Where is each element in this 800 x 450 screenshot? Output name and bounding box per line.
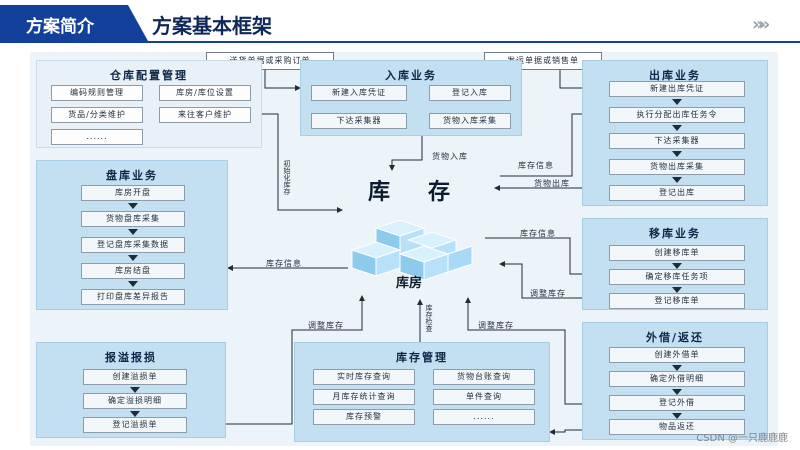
down-arrow-icon xyxy=(672,177,682,183)
config-item[interactable]: 货品/分类维护 xyxy=(51,107,143,123)
label-adjust-left: 调整库存 xyxy=(308,321,344,330)
panel-warehouse-config: 仓库配置管理 编码规则管理 库房/库位设置 货品/分类维护 来往客户维护 ...… xyxy=(36,60,262,148)
inbound-item[interactable]: 新建入库凭证 xyxy=(311,85,407,101)
label-stock-info-right: 库存信息 xyxy=(520,229,556,238)
inventory-item[interactable]: 单件查询 xyxy=(433,389,535,405)
link-config-to-stock xyxy=(252,113,343,213)
panel-title: 库存管理 xyxy=(396,351,448,364)
panel-lend-return: 外借/返还 创建外借单 确定外借明细 登记外借 物品返还 xyxy=(582,322,768,440)
label-adjust-right: 调整库存 xyxy=(530,289,566,298)
panel-inbound: 入库业务 新建入库凭证 登记入库 下达采集器 货物入库采集 xyxy=(300,60,522,136)
outbound-item[interactable]: 执行分配出库任务令 xyxy=(609,107,745,123)
panel-outbound: 出库业务 新建出库凭证 执行分配出库任务令 下达采集器 货物出库采集 登记出库 xyxy=(582,60,768,206)
down-arrow-icon xyxy=(128,255,138,261)
panel-title: 移库业务 xyxy=(649,227,701,240)
link-loss-to-stock xyxy=(216,295,365,425)
stocktake-item[interactable]: 货物盘库采集 xyxy=(81,211,185,227)
label-goods-out: 货物出库 xyxy=(534,179,570,188)
outbound-item[interactable]: 新建出库凭证 xyxy=(609,81,745,97)
down-arrow-icon xyxy=(672,125,682,131)
inventory-item[interactable]: 货物台账查询 xyxy=(433,369,535,385)
inventory-item[interactable]: 实时库存查询 xyxy=(313,369,415,385)
transfer-item[interactable]: 创建移库单 xyxy=(609,245,745,261)
header-divider xyxy=(0,41,800,43)
inbound-item[interactable]: 货物入库采集 xyxy=(429,113,511,129)
stocktake-item[interactable]: 库房结盘 xyxy=(81,263,185,279)
warehouse-cubes-icon xyxy=(350,219,473,280)
stock-center-title: 库存 xyxy=(368,179,489,205)
label-stock-info-top: 库存信息 xyxy=(518,161,554,170)
stocktake-item[interactable]: 打印盘库差异报告 xyxy=(81,289,185,305)
loss-item[interactable]: 创建溢损单 xyxy=(83,369,187,385)
inventory-item[interactable]: ...... xyxy=(433,409,535,425)
panel-title: 仓库配置管理 xyxy=(110,69,188,82)
diagram-canvas: 送货单据或采购订单 发运单据或销售单 仓库配置管理 编码规则管理 库房/库位设置… xyxy=(30,52,778,446)
inventory-item[interactable]: 库存预警 xyxy=(313,409,415,425)
lend-item[interactable]: 物品返还 xyxy=(609,419,745,435)
label-adjust-bottom: 调整库存 xyxy=(478,321,514,330)
panel-title: 报溢报损 xyxy=(105,351,157,364)
panel-stocktake: 盘库业务 库房开盘 货物盘库采集 登记盘库采集数据 库房结盘 打印盘库差异报告 xyxy=(36,160,228,310)
down-arrow-icon xyxy=(130,387,140,393)
link-note-to-inbound xyxy=(264,70,301,91)
down-arrow-icon xyxy=(128,281,138,287)
loss-item[interactable]: 确定溢损明细 xyxy=(83,393,187,409)
config-item[interactable]: 库房/库位设置 xyxy=(159,85,251,101)
section-tag-label: 方案简介 xyxy=(26,17,94,37)
config-item[interactable]: 来往客户维护 xyxy=(159,107,251,123)
loss-item[interactable]: 登记溢损单 xyxy=(83,417,187,433)
outbound-item[interactable]: 货物出库采集 xyxy=(609,159,745,175)
down-arrow-icon xyxy=(672,151,682,157)
transfer-item[interactable]: 确定移库任务项 xyxy=(609,269,745,285)
label-init-stock: 初始化库存 xyxy=(283,160,291,195)
down-arrow-icon xyxy=(672,99,682,105)
panel-loss-overflow: 报溢报损 创建溢损单 确定溢损明细 登记溢损单 xyxy=(36,342,226,438)
next-arrows-icon[interactable]: »» xyxy=(752,14,770,35)
section-tag: 方案简介 xyxy=(0,5,148,41)
inbound-item[interactable]: 下达采集器 xyxy=(311,113,407,129)
config-item[interactable]: 编码规则管理 xyxy=(51,85,143,101)
stocktake-item[interactable]: 登记盘库采集数据 xyxy=(81,237,185,253)
transfer-item[interactable]: 登记移库单 xyxy=(609,293,745,309)
panel-title: 入库业务 xyxy=(385,69,437,82)
down-arrow-icon xyxy=(672,287,682,293)
panel-inventory-management: 库存管理 实时库存查询 货物台账查询 月库存统计查询 单件查询 库存预警 ...… xyxy=(294,342,550,442)
down-arrow-icon xyxy=(128,229,138,235)
lend-item[interactable]: 确定外借明细 xyxy=(609,371,745,387)
link-inbound-to-stock xyxy=(389,135,423,171)
watermark: CSDN @一只鹿鹿鹿 xyxy=(696,433,788,444)
inventory-item[interactable]: 月库存统计查询 xyxy=(313,389,415,405)
panel-title: 盘库业务 xyxy=(106,169,158,182)
lend-item[interactable]: 创建外借单 xyxy=(609,347,745,363)
down-arrow-icon xyxy=(672,263,682,269)
down-arrow-icon xyxy=(130,411,140,417)
down-arrow-icon xyxy=(128,203,138,209)
stocktake-item[interactable]: 库房开盘 xyxy=(81,185,185,201)
down-arrow-icon xyxy=(672,365,682,371)
panel-transfer: 移库业务 创建移库单 确定移库任务项 登记移库单 xyxy=(582,218,768,310)
inbound-item[interactable]: 登记入库 xyxy=(429,85,511,101)
link-transfer-to-stock xyxy=(499,261,608,299)
config-item[interactable]: ...... xyxy=(51,129,143,145)
label-stock-info-left: 库存信息 xyxy=(266,259,302,268)
lend-item[interactable]: 登记外借 xyxy=(609,395,745,411)
outbound-item[interactable]: 下达采集器 xyxy=(609,133,745,149)
outbound-item[interactable]: 登记出库 xyxy=(609,185,745,201)
link-lend-to-stock xyxy=(465,297,608,405)
panel-title: 出库业务 xyxy=(649,69,701,82)
warehouse-label: 库房 xyxy=(396,276,423,291)
label-goods-in: 货物入库 xyxy=(432,152,468,161)
down-arrow-icon xyxy=(672,389,682,395)
panel-title: 外借/返还 xyxy=(645,331,705,344)
page-title: 方案基本框架 xyxy=(152,14,272,38)
label-stock-check: 库存检查 xyxy=(425,304,433,332)
down-arrow-icon xyxy=(672,413,682,419)
